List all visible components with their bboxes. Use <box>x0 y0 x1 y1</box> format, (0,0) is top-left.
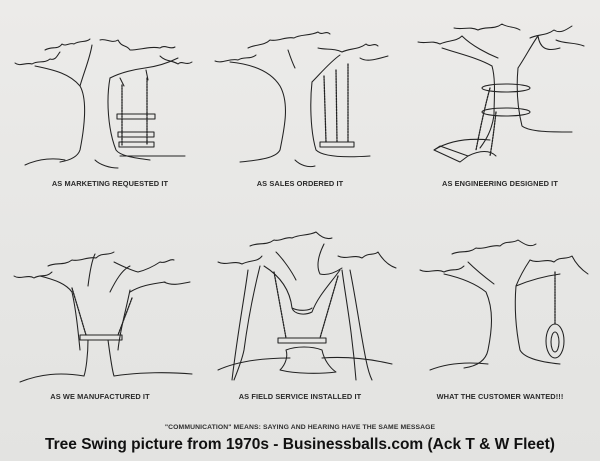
caption-customer: WHAT THE CUSTOMER WANTED!!! <box>436 392 564 401</box>
communication-motto: "COMMUNICATION" MEANS: SAYING AND HEARIN… <box>164 424 436 431</box>
caption-sales: AS SALES ORDERED IT <box>256 179 344 188</box>
panel-engineering: AS ENGINEERING DESIGNED IT <box>400 0 600 200</box>
caption-engineering: AS ENGINEERING DESIGNED IT <box>442 179 558 188</box>
tree-propped-swing-illustration <box>217 231 397 381</box>
panel-manufacturing: AS WE MANUFACTURED IT <box>0 200 200 401</box>
tree-tire-swing-illustration <box>419 239 589 371</box>
caption-marketing: AS MARKETING REQUESTED IT <box>51 179 169 188</box>
tree-rope-wrapped-trunk-illustration <box>417 23 585 163</box>
panel-field-service: AS FIELD SERVICE INSTALLED IT <box>200 200 400 401</box>
tree-ladder-swing-illustration <box>14 38 193 169</box>
tree-swing-around-trunk-illustration <box>13 251 193 383</box>
panel-customer: WHAT THE CUSTOMER WANTED!!! <box>400 200 600 401</box>
panel-sales: AS SALES ORDERED IT <box>200 0 400 200</box>
panel-marketing: AS MARKETING REQUESTED IT <box>0 0 200 200</box>
image-credit: Tree Swing picture from 1970s - Business… <box>45 436 555 453</box>
tree-three-rope-swing-illustration <box>214 31 389 168</box>
caption-field-service: AS FIELD SERVICE INSTALLED IT <box>238 392 362 401</box>
caption-manufacturing: AS WE MANUFACTURED IT <box>50 392 150 401</box>
